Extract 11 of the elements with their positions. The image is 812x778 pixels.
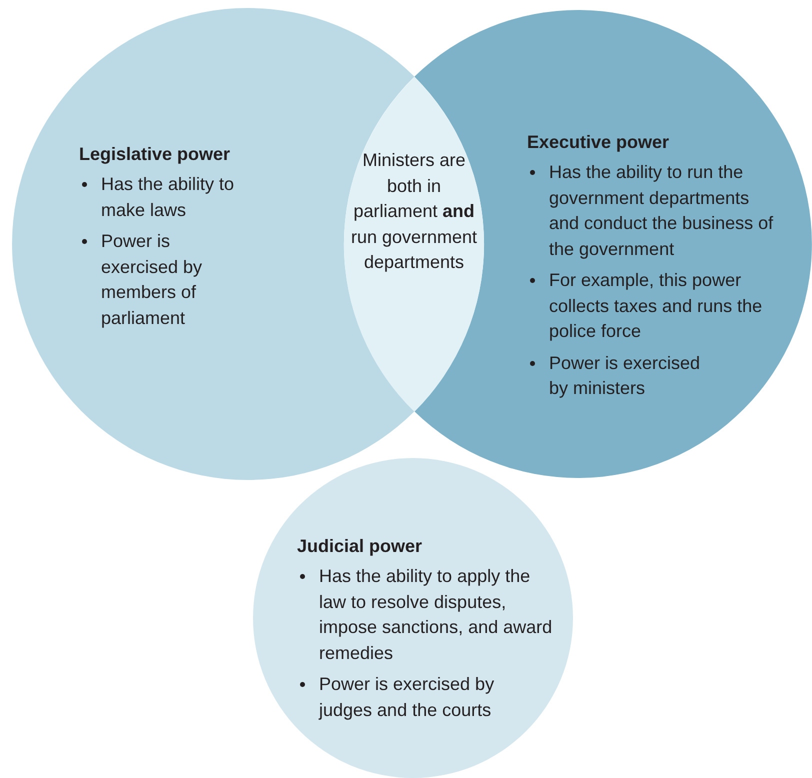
bullet-text: Power is exercised by judges and the courts xyxy=(319,673,496,722)
circle-heading: Executive power xyxy=(527,131,670,154)
bullet-text: Power is exercised by ministers xyxy=(549,352,702,400)
bullet-text: Power is exercised by members of parliament xyxy=(101,230,204,330)
circle-heading: Legislative power xyxy=(79,143,230,166)
overlap-text: Ministers are both in parliament and run government departments xyxy=(350,149,478,274)
circle-heading: Judicial power xyxy=(297,535,422,558)
bullet-text: For example, this power collects taxes and runs the police force xyxy=(549,269,764,343)
bullet-text: Has the ability to make laws xyxy=(101,173,236,222)
bullet-text: Has the ability to run the government departments and conduct the business of the government xyxy=(549,161,774,261)
bullet-text: Has the ability to apply the law to resolve disputes, impose sanctions, and award remedies xyxy=(319,565,554,664)
